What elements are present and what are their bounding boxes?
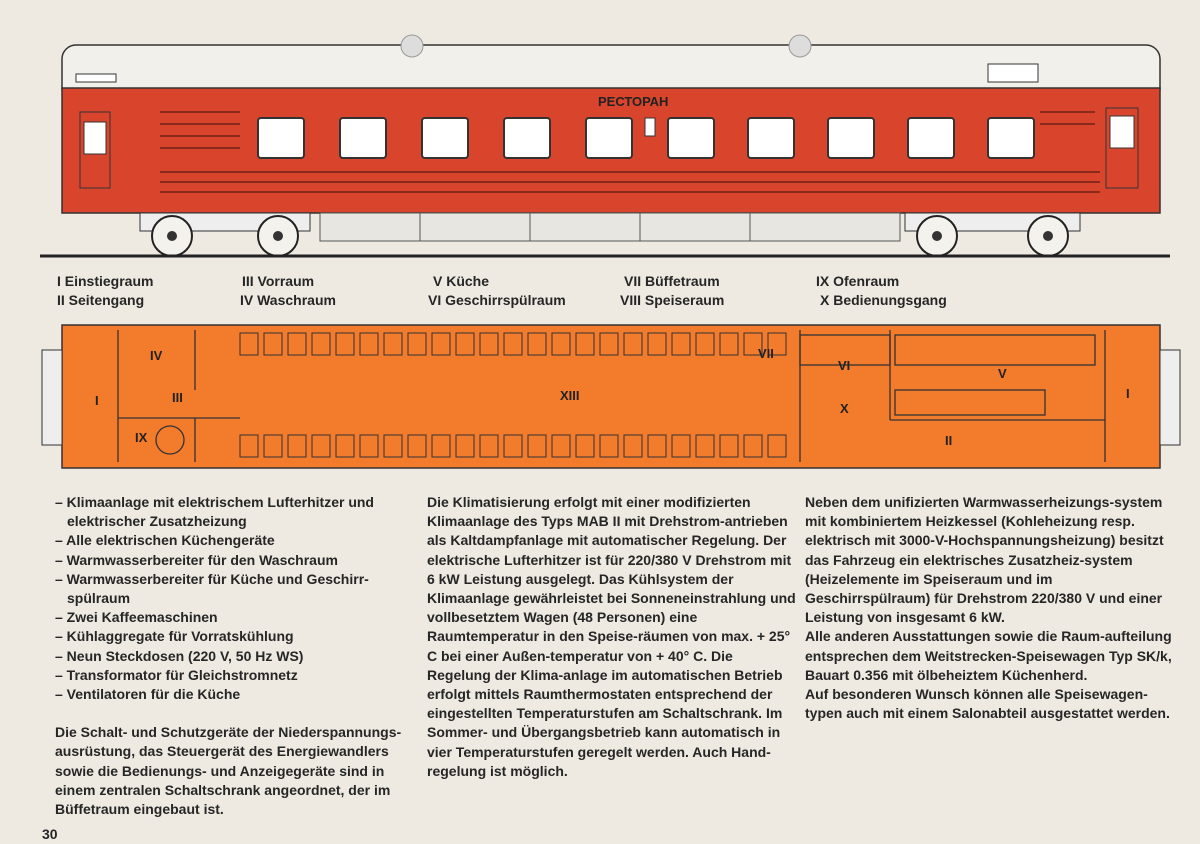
- seat: [719, 434, 739, 458]
- seat: [575, 332, 595, 356]
- window: [257, 117, 305, 159]
- seat: [263, 332, 283, 356]
- room-label: I: [95, 393, 99, 408]
- seat: [311, 434, 331, 458]
- window: [907, 117, 955, 159]
- legend-item: II Seitengang: [57, 292, 145, 308]
- seat: [239, 332, 259, 356]
- seat: [767, 434, 787, 458]
- seat: [671, 332, 691, 356]
- seat: [671, 434, 691, 458]
- equipment-item: – Warmwasserbereiter für den Waschraum: [55, 551, 338, 568]
- seat: [263, 434, 283, 458]
- window: [987, 117, 1035, 159]
- window: [747, 117, 795, 159]
- seat: [575, 434, 595, 458]
- seat: [503, 332, 523, 356]
- window: [827, 117, 875, 159]
- seat: [479, 434, 499, 458]
- seat: [383, 434, 403, 458]
- car-lettering: РЕСТОРАН: [598, 94, 668, 109]
- seat: [647, 332, 667, 356]
- railcar-side-view: РЕСТОРАН: [40, 34, 1170, 258]
- seat: [455, 434, 475, 458]
- seat: [767, 332, 787, 356]
- paragraph: Auf besonderen Wunsch können alle Speise…: [805, 686, 1170, 722]
- paragraph: Die Klimatisierung erfolgt mit einer mod…: [427, 494, 796, 779]
- legend-item: I Einstiegraum: [57, 273, 154, 289]
- seat: [623, 434, 643, 458]
- seat: [335, 332, 355, 356]
- seat: [431, 434, 451, 458]
- room-label: II: [945, 433, 952, 448]
- room-label: IX: [135, 430, 148, 445]
- seat: [311, 332, 331, 356]
- seat: [479, 332, 499, 356]
- seat: [623, 332, 643, 356]
- seat: [503, 434, 523, 458]
- paragraph: Alle anderen Ausstattungen sowie die Rau…: [805, 628, 1172, 683]
- equipment-item: – Klimaanlage mit elektrischem Lufterhit…: [55, 494, 374, 530]
- seat: [719, 332, 739, 356]
- window: [503, 117, 551, 159]
- room-label: III: [172, 390, 183, 405]
- seat: [239, 434, 259, 458]
- paragraph: Die Schalt- und Schutzgeräte der Nieders…: [55, 724, 402, 818]
- legend-item: IX Ofenraum: [816, 273, 900, 289]
- seat: [551, 332, 571, 356]
- page-number: 30: [42, 826, 58, 842]
- seat: [287, 434, 307, 458]
- legend-item: VIII Speiseraum: [620, 292, 725, 308]
- seat: [383, 332, 403, 356]
- equipment-item: – Alle elektrischen Küchengeräte: [55, 532, 275, 549]
- seat: [407, 434, 427, 458]
- seat: [407, 332, 427, 356]
- seat: [743, 332, 763, 356]
- legend-item: IV Waschraum: [240, 292, 336, 308]
- seat: [599, 332, 619, 356]
- seat: [359, 434, 379, 458]
- window: [339, 117, 387, 159]
- room-label: I: [1126, 386, 1130, 401]
- equipment-item: – Zwei Kaffeemaschinen: [55, 609, 218, 626]
- window: [585, 117, 633, 159]
- legend-item: VII Büffetraum: [624, 273, 720, 289]
- seat: [743, 434, 763, 458]
- equipment-column: – Klimaanlage mit elektrischem Lufterhit…: [55, 493, 425, 819]
- seat: [527, 434, 547, 458]
- paragraph: Neben dem unifizierten Warmwasserheizung…: [805, 494, 1164, 626]
- room-label: X: [840, 401, 849, 416]
- equipment-item: – Transformator für Gleichstromnetz: [55, 666, 298, 683]
- room-label: XIII: [560, 388, 580, 403]
- climate-column: Die Klimatisierung erfolgt mit einer mod…: [427, 493, 797, 781]
- room-label: VII: [758, 346, 774, 361]
- seat: [287, 332, 307, 356]
- equipment-item: – Ventilatoren für die Küche: [55, 686, 241, 703]
- window: [667, 117, 715, 159]
- legend-item: X Bedienungsgang: [820, 292, 947, 308]
- railcar-drawings: РЕСТОРАН: [40, 34, 1181, 469]
- equipment-item: – Neun Steckdosen (220 V, 50 Hz WS): [55, 647, 304, 664]
- seat: [527, 332, 547, 356]
- legend-item: III Vorraum: [242, 273, 315, 289]
- room-label: IV: [150, 348, 163, 363]
- legend-item: V Küche: [433, 273, 490, 289]
- seat: [551, 434, 571, 458]
- seat: [647, 434, 667, 458]
- seat: [599, 434, 619, 458]
- window: [421, 117, 469, 159]
- seat: [455, 332, 475, 356]
- seat: [359, 332, 379, 356]
- room-label: V: [998, 366, 1007, 381]
- seat: [695, 332, 715, 356]
- heating-column: Neben dem unifizierten Warmwasserheizung…: [805, 493, 1175, 723]
- equipment-item: – Kühlaggregate für Vorratskühlung: [55, 628, 294, 645]
- room-label: VI: [838, 358, 850, 373]
- seat: [431, 332, 451, 356]
- seat: [335, 434, 355, 458]
- legend-item: VI Geschirrspülraum: [428, 292, 566, 308]
- seat: [695, 434, 715, 458]
- equipment-item: – Warmwasserbereiter für Küche und Gesch…: [55, 570, 369, 607]
